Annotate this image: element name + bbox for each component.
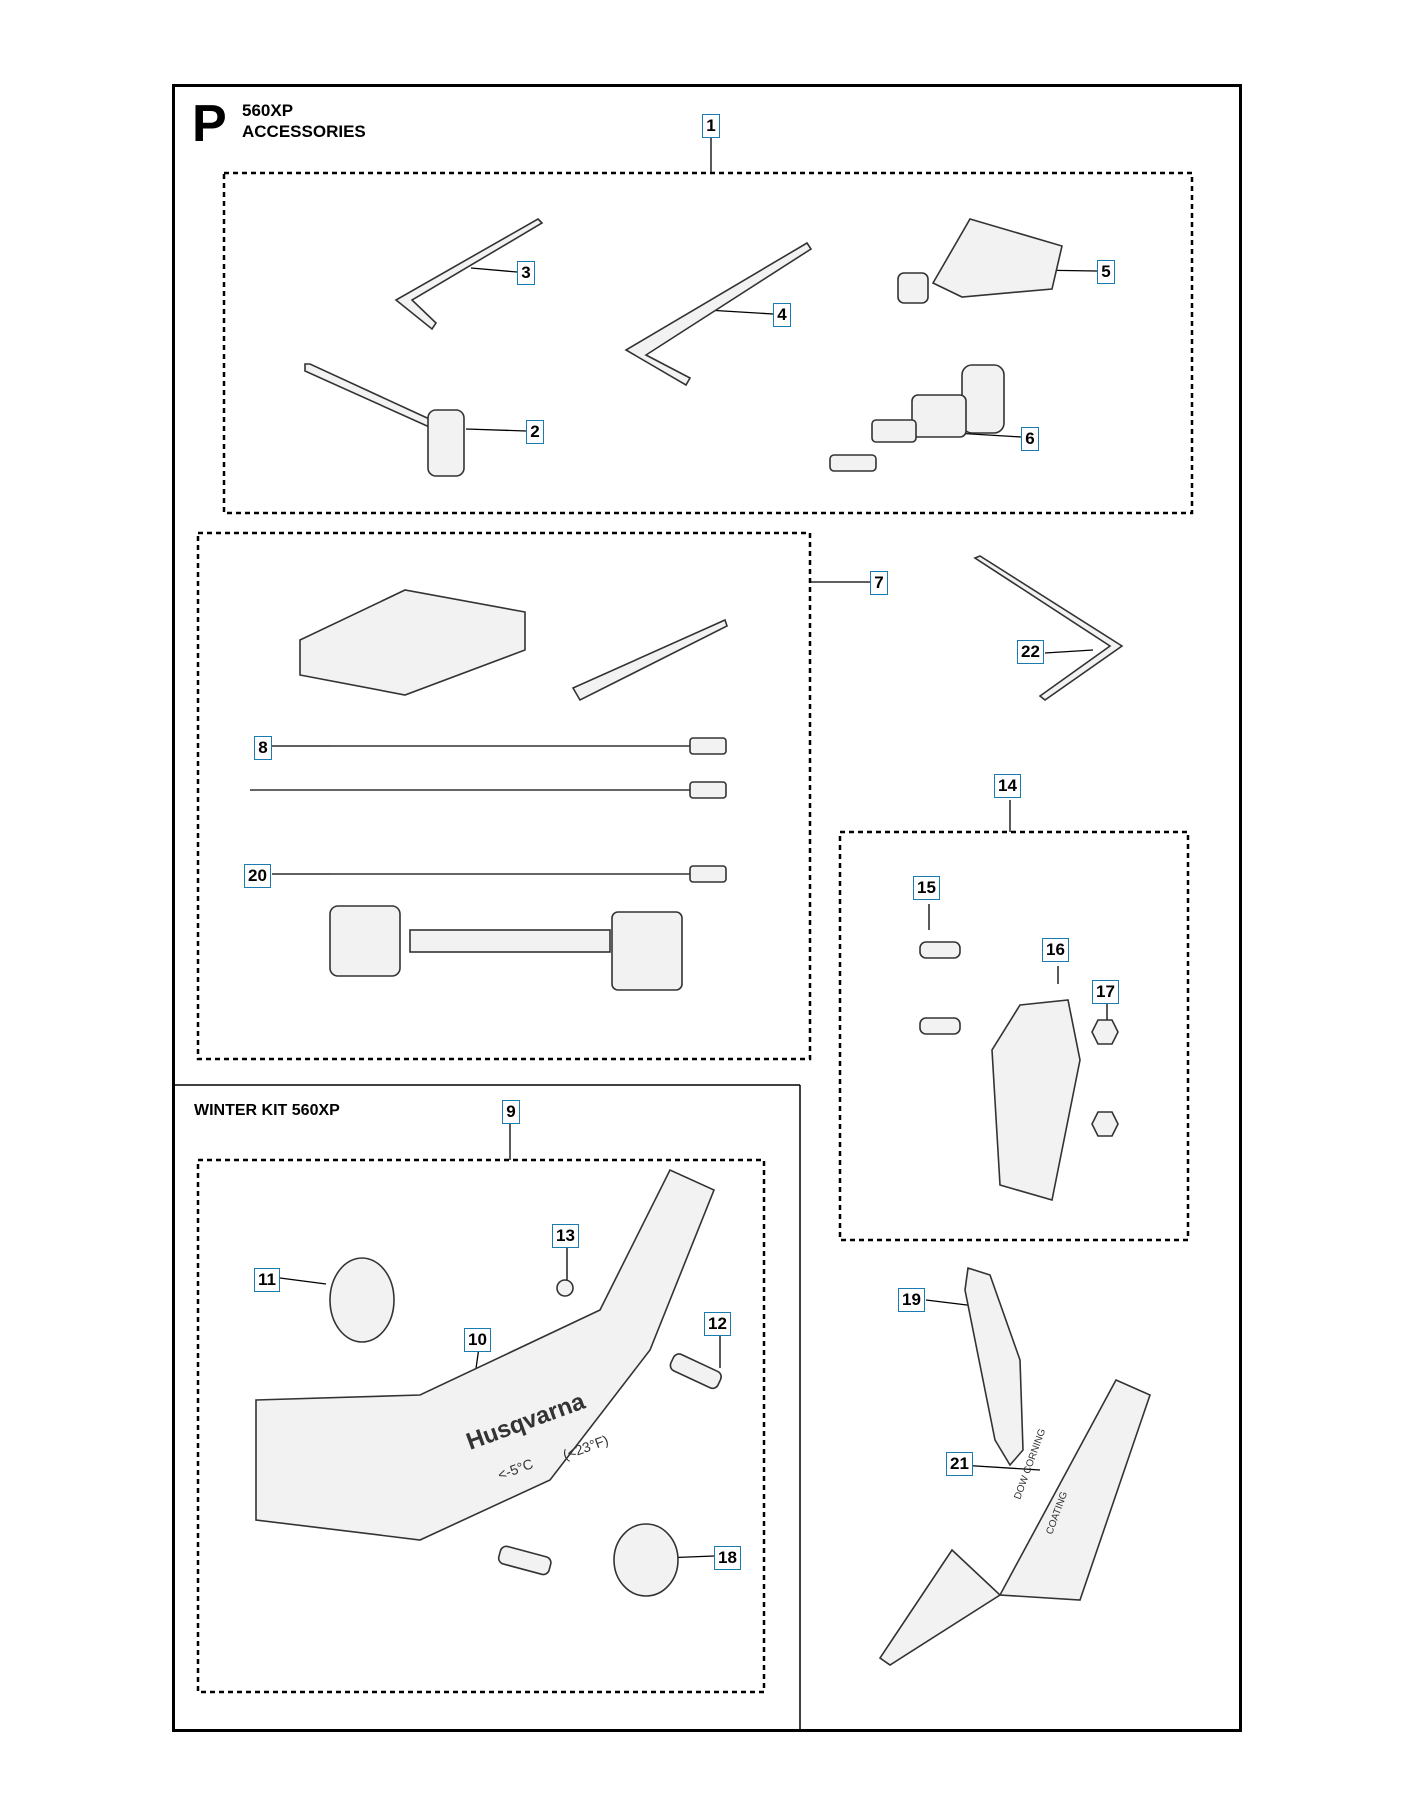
cable-2-plug (689, 781, 727, 799)
cable-1-plug (689, 737, 727, 755)
callout-1: 1 (702, 114, 720, 138)
part-screw-upper (919, 941, 961, 959)
part-chain-catcher (964, 1266, 1024, 1467)
part-tool-tip (829, 454, 877, 472)
callout-20: 20 (244, 864, 271, 888)
part-cover (255, 1168, 716, 1541)
group-box-kit-14 (838, 830, 1190, 1242)
part-screw-lower (919, 1017, 961, 1035)
callout-5: 5 (1097, 260, 1115, 284)
cable-3-plug (689, 865, 727, 883)
kit-14-parts (919, 941, 1119, 1202)
callout-15: 15 (913, 876, 940, 900)
group-box-kit-1 (222, 171, 1194, 515)
callout-11: 11 (254, 1268, 280, 1292)
callout-18: 18 (714, 1546, 741, 1570)
part-o-ring-13 (556, 1279, 574, 1297)
part-screw-lower-winter (497, 1545, 552, 1576)
callout-8: 8 (254, 736, 272, 760)
callout-19: 19 (898, 1288, 925, 1312)
group-box-kit-7 (196, 531, 812, 1061)
title-block: 560XP ACCESSORIES (242, 100, 366, 142)
callout-14: 14 (994, 774, 1021, 798)
part-nut-lower (1091, 1111, 1119, 1137)
part-hex-key-small (394, 218, 544, 331)
part-diagnostic-box (299, 589, 526, 696)
part-braided-cable (409, 929, 611, 953)
callout-13: 13 (552, 1224, 579, 1248)
part-connector-right (611, 911, 683, 991)
callout-3: 3 (517, 261, 535, 285)
part-bumper-spike (991, 999, 1081, 1202)
part-connector-left (329, 905, 401, 977)
part-grease-tube (931, 218, 1063, 298)
page-frame (172, 84, 1242, 1732)
group-box-kit-9 (196, 1158, 766, 1694)
part-tweezers (571, 618, 728, 702)
callout-16: 16 (1042, 938, 1069, 962)
part-nut-upper (1091, 1019, 1119, 1045)
kit-7-parts (250, 589, 728, 991)
callout-22: 22 (1017, 640, 1044, 664)
part-tool-mid (911, 394, 967, 438)
part-grommet-18 (613, 1523, 679, 1597)
winter-kit-parts (255, 1168, 722, 1597)
part-coating-tube (998, 1378, 1151, 1601)
misc-parts (878, 1266, 1151, 1666)
part-coating-tube-nozzle (878, 1548, 1002, 1666)
group-title: ACCESSORIES (242, 122, 366, 141)
callout-21: 21 (946, 1452, 973, 1476)
callout-2: 2 (526, 420, 544, 444)
part-grease-tube-cap (897, 272, 929, 304)
part-bar-wrench (973, 555, 1124, 701)
part-grommet-11 (329, 1257, 395, 1343)
part-hex-key-long (624, 241, 813, 387)
callout-7: 7 (870, 571, 888, 595)
callout-6: 6 (1021, 427, 1039, 451)
part-screw-12 (669, 1353, 722, 1390)
callout-17: 17 (1092, 980, 1119, 1004)
callout-4: 4 (773, 303, 791, 327)
part-combination-spanner-socket (427, 409, 465, 477)
section-letter: P (192, 95, 227, 153)
callout-9: 9 (502, 1100, 520, 1124)
kit-1-parts (304, 218, 1063, 477)
winter-kit-title: WINTER KIT 560XP (194, 1102, 340, 1119)
model-name: 560XP (242, 101, 294, 120)
part-tool-neck (871, 419, 917, 443)
winter-kit-divider (174, 1084, 801, 1730)
callout-12: 12 (704, 1312, 731, 1336)
callout-10: 10 (464, 1328, 491, 1352)
group-boxes (196, 171, 1194, 1694)
